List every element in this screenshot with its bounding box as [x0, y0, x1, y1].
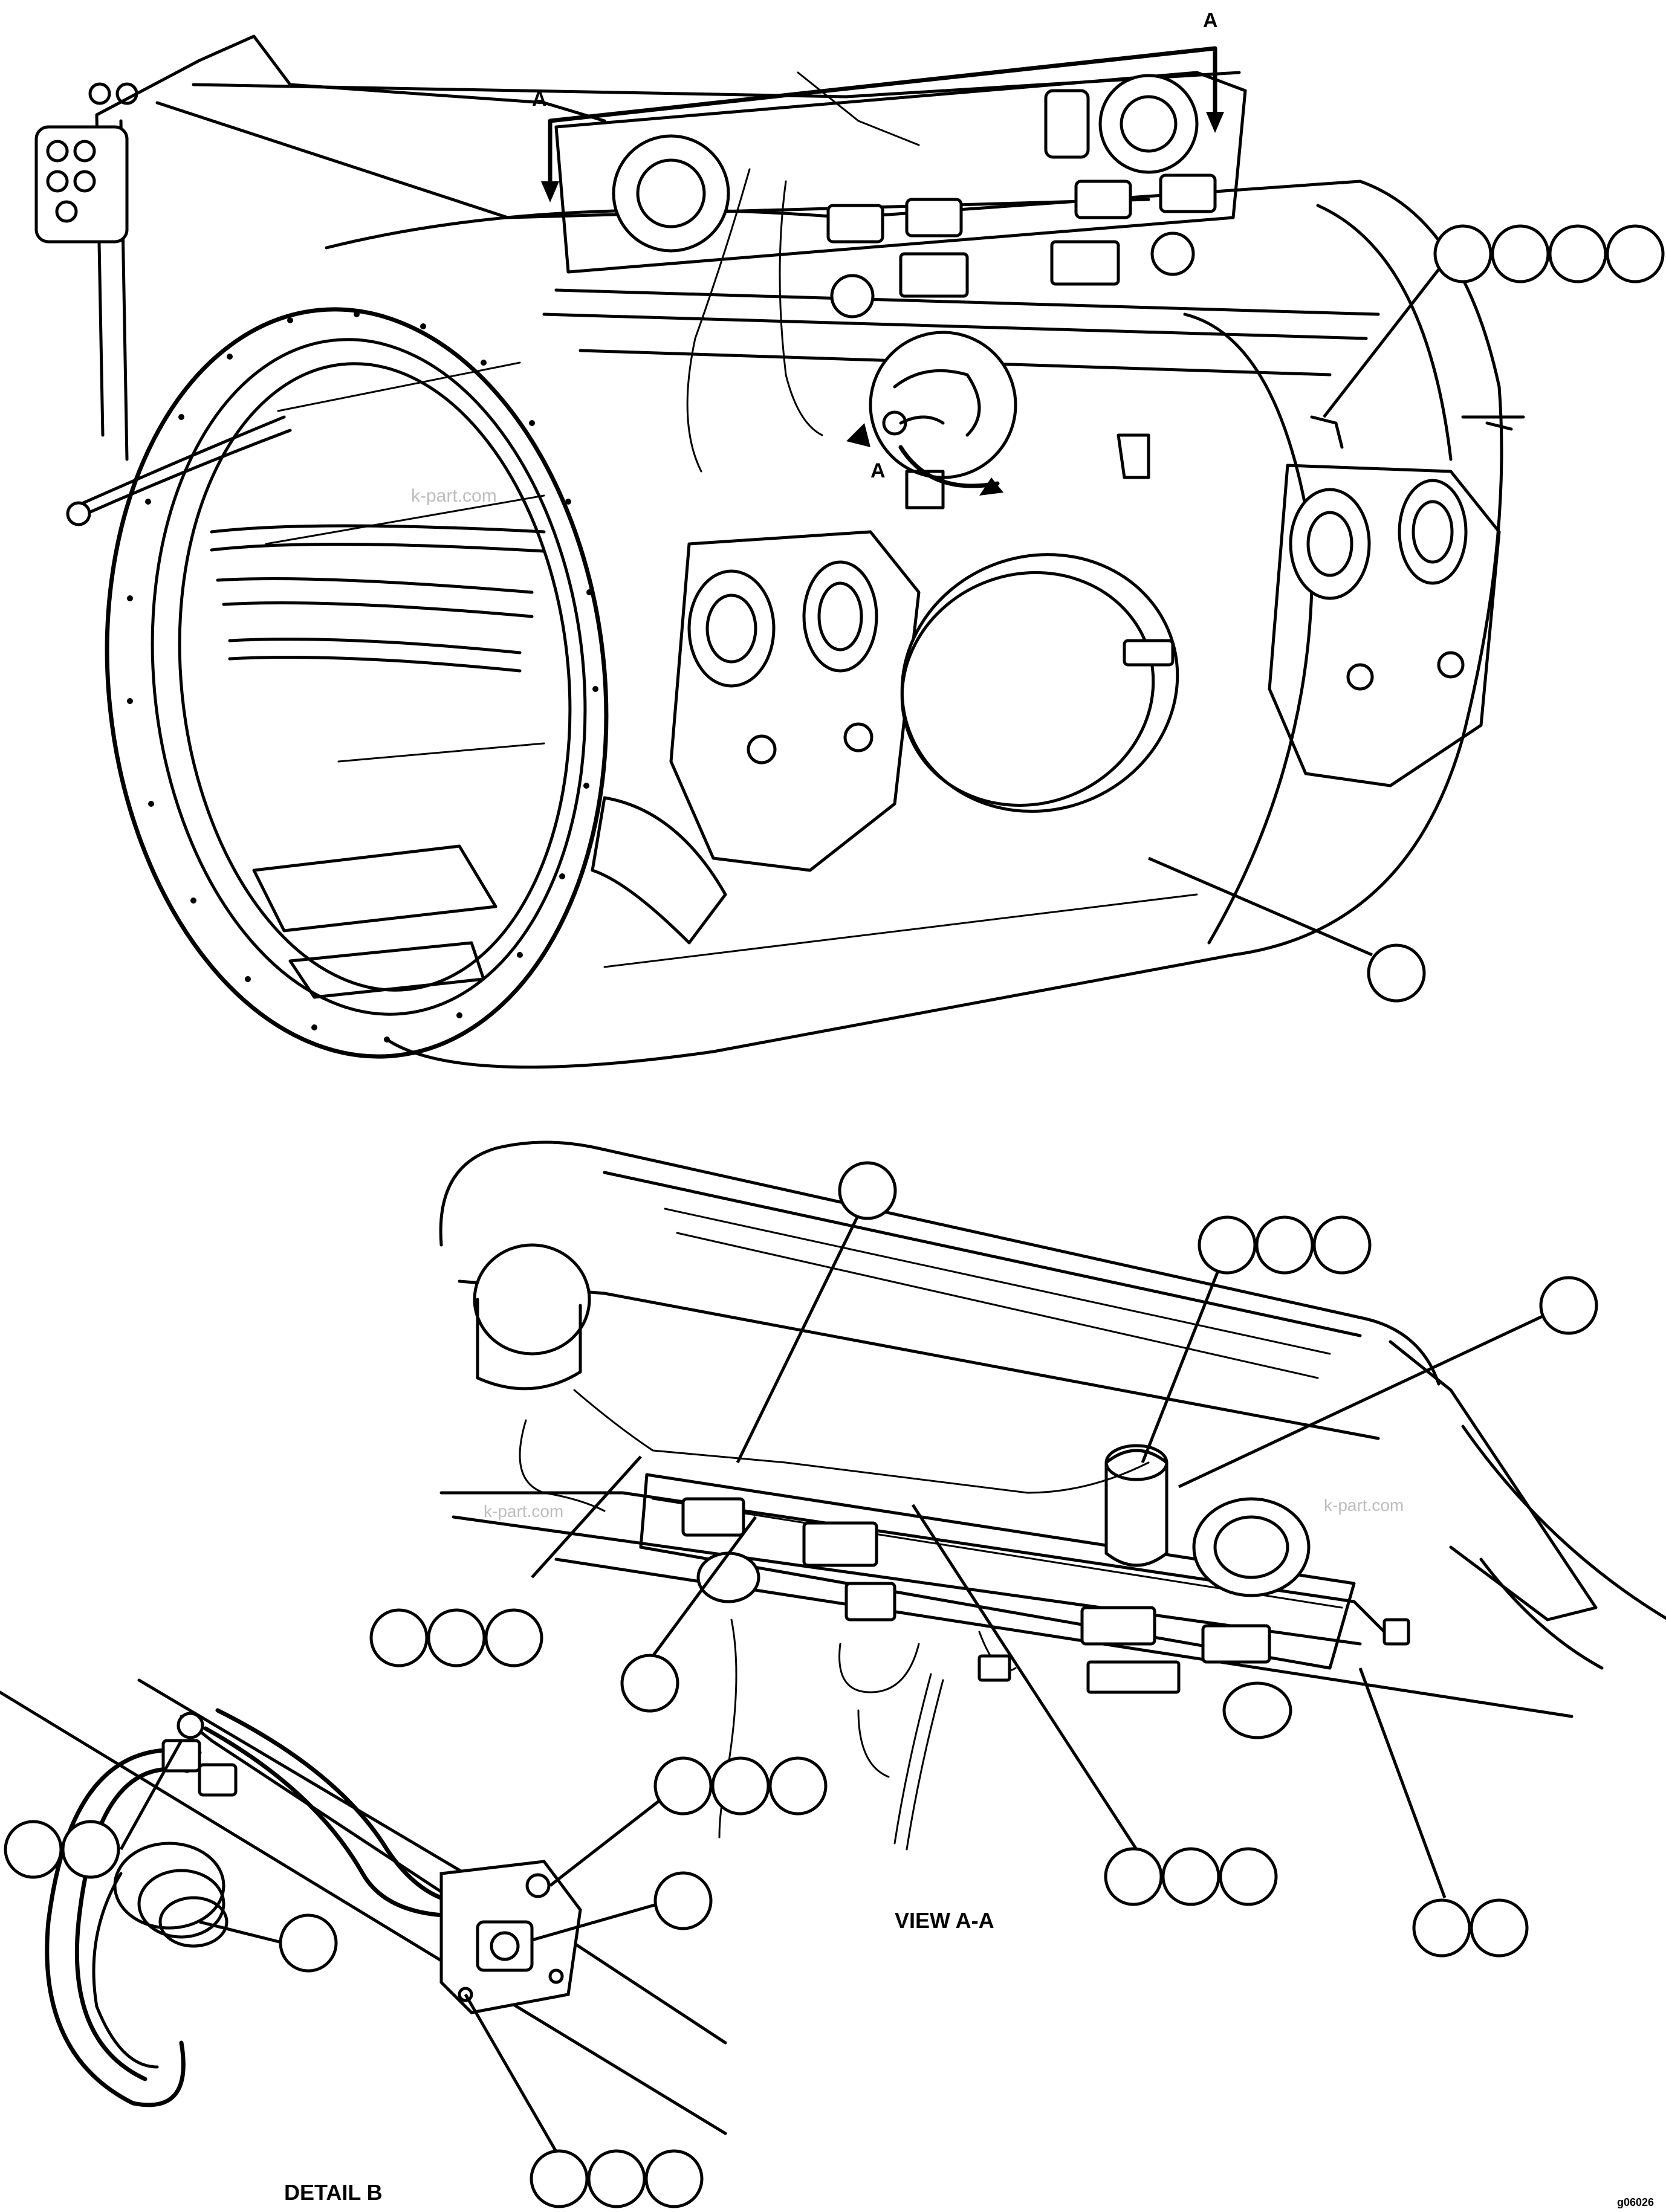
section-marker-a-inset: A [870, 459, 886, 482]
view-a-a-illustration [439, 1140, 1666, 1851]
detail-b-caption: DETAIL B [284, 2180, 383, 2205]
callout-detail-spring [199, 1913, 338, 1973]
callout-view-left-lower [620, 1516, 757, 1713]
section-cut-a-a: A A A [532, 9, 1224, 482]
view-a-a-caption: VIEW A-A [895, 1908, 994, 1933]
watermark: k-part.com [411, 486, 497, 506]
drum-assembly-illustration [34, 34, 1525, 1069]
section-marker-a-left: A [532, 88, 547, 111]
detail-b-illustration [0, 1678, 727, 2135]
callout-view-top-center [736, 1161, 897, 1464]
callout-group-view-left [369, 1455, 642, 1667]
callout-detail-right-mid [531, 1871, 713, 1942]
callout-group-view-top-right [1141, 1215, 1372, 1463]
callout-group-top-right [1323, 224, 1665, 418]
callout-drum-body [1148, 856, 1426, 1003]
callout-group-view-bottom-right [1358, 1667, 1529, 1958]
watermark-view: k-part.com [484, 1502, 563, 1521]
callout-group-view-bottom [911, 1504, 1278, 1906]
callout-group-detail-bottom [464, 1993, 704, 2208]
bolt-circle [127, 311, 598, 1043]
drawing-number: g06026 [1617, 2196, 1654, 2208]
watermark-view-right: k-part.com [1324, 1496, 1404, 1515]
callout-group-detail-right-top [549, 1756, 828, 1887]
section-marker-a-right: A [1203, 9, 1218, 32]
callout-group-detail-left [4, 1739, 183, 1879]
callout-view-right [1178, 1276, 1598, 1489]
